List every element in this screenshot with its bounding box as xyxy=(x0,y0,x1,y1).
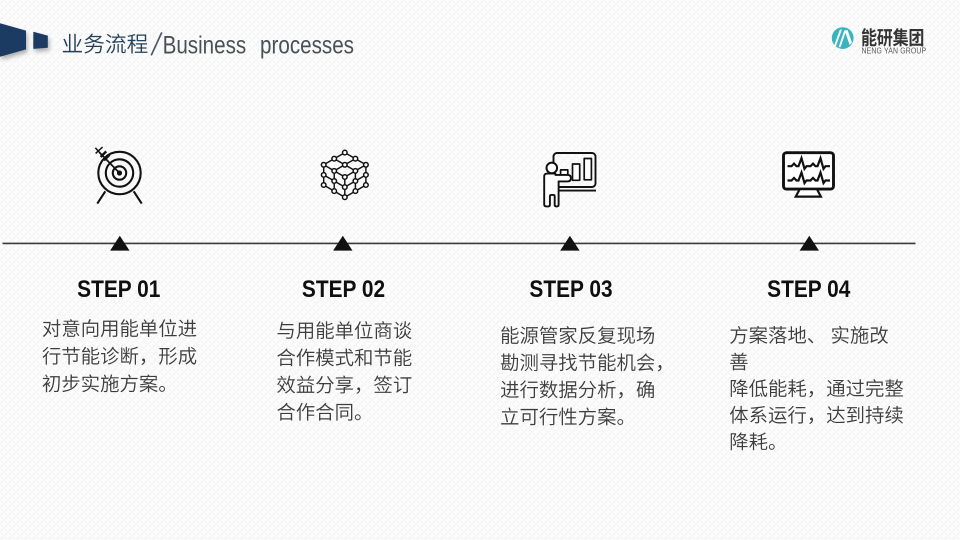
svg-text:Business processes: Business processes xyxy=(163,30,354,58)
svg-text:STEP 01: STEP 01 xyxy=(77,276,160,303)
svg-text:STEP 02: STEP 02 xyxy=(302,276,385,303)
svg-text:STEP 04: STEP 04 xyxy=(767,276,851,303)
svg-text:STEP 03: STEP 03 xyxy=(529,276,612,303)
svg-text:NENG YAN GROUP: NENG YAN GROUP xyxy=(862,46,927,56)
